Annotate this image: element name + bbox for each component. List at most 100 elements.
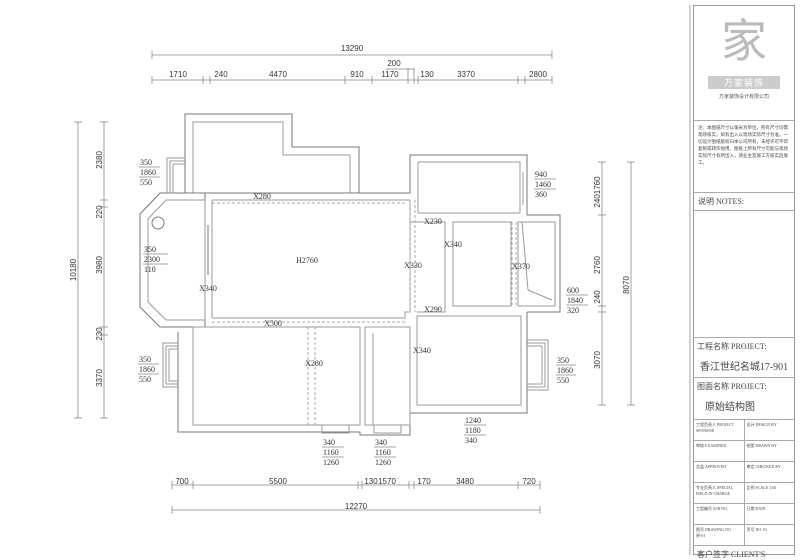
- dim-top-offset: 200: [387, 59, 401, 68]
- svg-text:350: 350: [144, 245, 156, 254]
- drawing-value: 原始结构图: [705, 402, 755, 413]
- dim-right-total: 8070: [622, 276, 631, 294]
- dim-left-seg: 3370: [95, 369, 104, 387]
- dim-bottom-seg: 3480: [456, 477, 474, 486]
- project-value: 香江世纪名城17-901: [699, 362, 789, 373]
- svg-text:1860: 1860: [139, 365, 155, 374]
- notes-label: 说明 NOTES:: [694, 193, 794, 211]
- svg-text:1840: 1840: [567, 296, 583, 305]
- svg-text:1240: 1240: [465, 416, 481, 425]
- info-cell: 日期 DATE: [746, 506, 766, 511]
- svg-text:1260: 1260: [323, 458, 339, 467]
- svg-text:600: 600: [567, 286, 579, 295]
- info-cell: 审定 CHECKED BY: [746, 464, 781, 469]
- notes-text: 注：本图纸尺寸以毫米为单位，所有尺寸均需现场核实，如有出入以现场实际尺寸为准。一…: [694, 121, 794, 193]
- beam-label: X370: [512, 262, 530, 271]
- dim-top-seg: 1170: [381, 70, 399, 79]
- svg-text:1260: 1260: [375, 458, 391, 467]
- company-name: 万家装饰设计有限公司: [718, 95, 769, 100]
- beam-label: X330: [404, 261, 422, 270]
- right-dimensions: 2401760 2760 240 3070 8070: [593, 161, 635, 406]
- left-dimensions: 10180 2380 220 3980 230 3370: [69, 121, 108, 419]
- svg-text:350: 350: [139, 355, 151, 364]
- walls: [139, 113, 561, 436]
- beam-label: X280: [305, 359, 323, 368]
- svg-text:360: 360: [535, 190, 547, 199]
- dim-top-seg: 240: [214, 70, 228, 79]
- info-cell: 专业负责人 SPECIAL FIELD IN CHARGE: [694, 483, 745, 503]
- window-ledges: [162, 157, 549, 434]
- svg-text:350: 350: [140, 158, 152, 167]
- info-cell: 总监 APPROVED: [694, 462, 745, 482]
- beam-label: X340: [444, 240, 462, 249]
- dim-right-seg: 2760: [593, 256, 602, 274]
- beam-label: X290: [424, 305, 442, 314]
- dim-top-seg: 3370: [457, 70, 475, 79]
- title-block: 家 万家装饰 万家装饰设计有限公司 注：本图纸尺寸以毫米为单位，所有尺寸均需现场…: [693, 5, 795, 559]
- project-label: 工程名称 PROJECT:: [697, 342, 767, 351]
- beam-label: X230: [424, 217, 442, 226]
- svg-text:1160: 1160: [323, 448, 339, 457]
- info-cell: 设计 DESIGN BY: [746, 422, 777, 427]
- dim-left-total: 10180: [69, 258, 78, 281]
- svg-text:1460: 1460: [535, 180, 551, 189]
- dim-right-seg: 2401760: [593, 176, 602, 208]
- dim-top-seg: 130: [420, 70, 434, 79]
- dim-top-seg: 4470: [269, 70, 287, 79]
- dim-bottom-seg: 700: [175, 477, 189, 486]
- beam-lines: [212, 200, 517, 425]
- dim-bottom-seg: 130: [364, 477, 378, 486]
- dim-top-seg: 2800: [529, 70, 547, 79]
- dim-bottom-seg: 720: [522, 477, 536, 486]
- dim-left-seg: 230: [95, 327, 104, 341]
- svg-text:550: 550: [139, 375, 151, 384]
- svg-text:1160: 1160: [375, 448, 391, 457]
- dim-bottom-seg: 1570: [378, 477, 396, 486]
- svg-text:550: 550: [557, 376, 569, 385]
- dim-bottom-seg: 5500: [269, 477, 287, 486]
- dim-left-seg: 220: [95, 205, 104, 219]
- svg-text:550: 550: [140, 178, 152, 187]
- beam-label: X500: [264, 319, 282, 328]
- info-cell: 页号 NO. 01: [746, 527, 768, 532]
- notes-area: [694, 211, 794, 338]
- top-dimensions: 13290 1710 240 4470 910 1170 130 3370 28…: [151, 44, 553, 84]
- drawing-name-section: 图面名称 PROJECT: 原始结构图: [694, 378, 794, 420]
- beam-label: X340: [199, 284, 217, 293]
- svg-text:940: 940: [535, 170, 547, 179]
- svg-text:340: 340: [323, 438, 335, 447]
- dim-right-seg: 3070: [593, 351, 602, 369]
- svg-text:1860: 1860: [557, 366, 573, 375]
- info-cell: 绘图 DRAWN BY: [746, 443, 777, 448]
- ceiling-height-label: H2760: [296, 256, 318, 265]
- svg-text:1180: 1180: [465, 426, 481, 435]
- svg-text:320: 320: [567, 306, 579, 315]
- info-row: 工程编号 JOB NO.日期 DATE: [694, 504, 794, 525]
- dim-top-seg: 1710: [169, 70, 187, 79]
- beam-label: X280: [253, 192, 271, 201]
- svg-text:2300: 2300: [144, 255, 160, 264]
- info-cell: 工程负责人 PROJECT SPONSOR: [694, 420, 745, 440]
- dim-top-seg: 910: [350, 70, 364, 79]
- drawing-label: 图面名称 PROJECT:: [697, 382, 767, 391]
- dim-bottom-seg: 170: [417, 477, 431, 486]
- logo-mark: 家: [721, 14, 767, 68]
- svg-text:1860: 1860: [140, 168, 156, 177]
- pipe-shaft-icon: [151, 216, 165, 230]
- svg-text:350: 350: [557, 356, 569, 365]
- dim-top-total: 13290: [341, 44, 364, 53]
- company-logo: 家 万家装饰 万家装饰设计有限公司: [694, 6, 794, 121]
